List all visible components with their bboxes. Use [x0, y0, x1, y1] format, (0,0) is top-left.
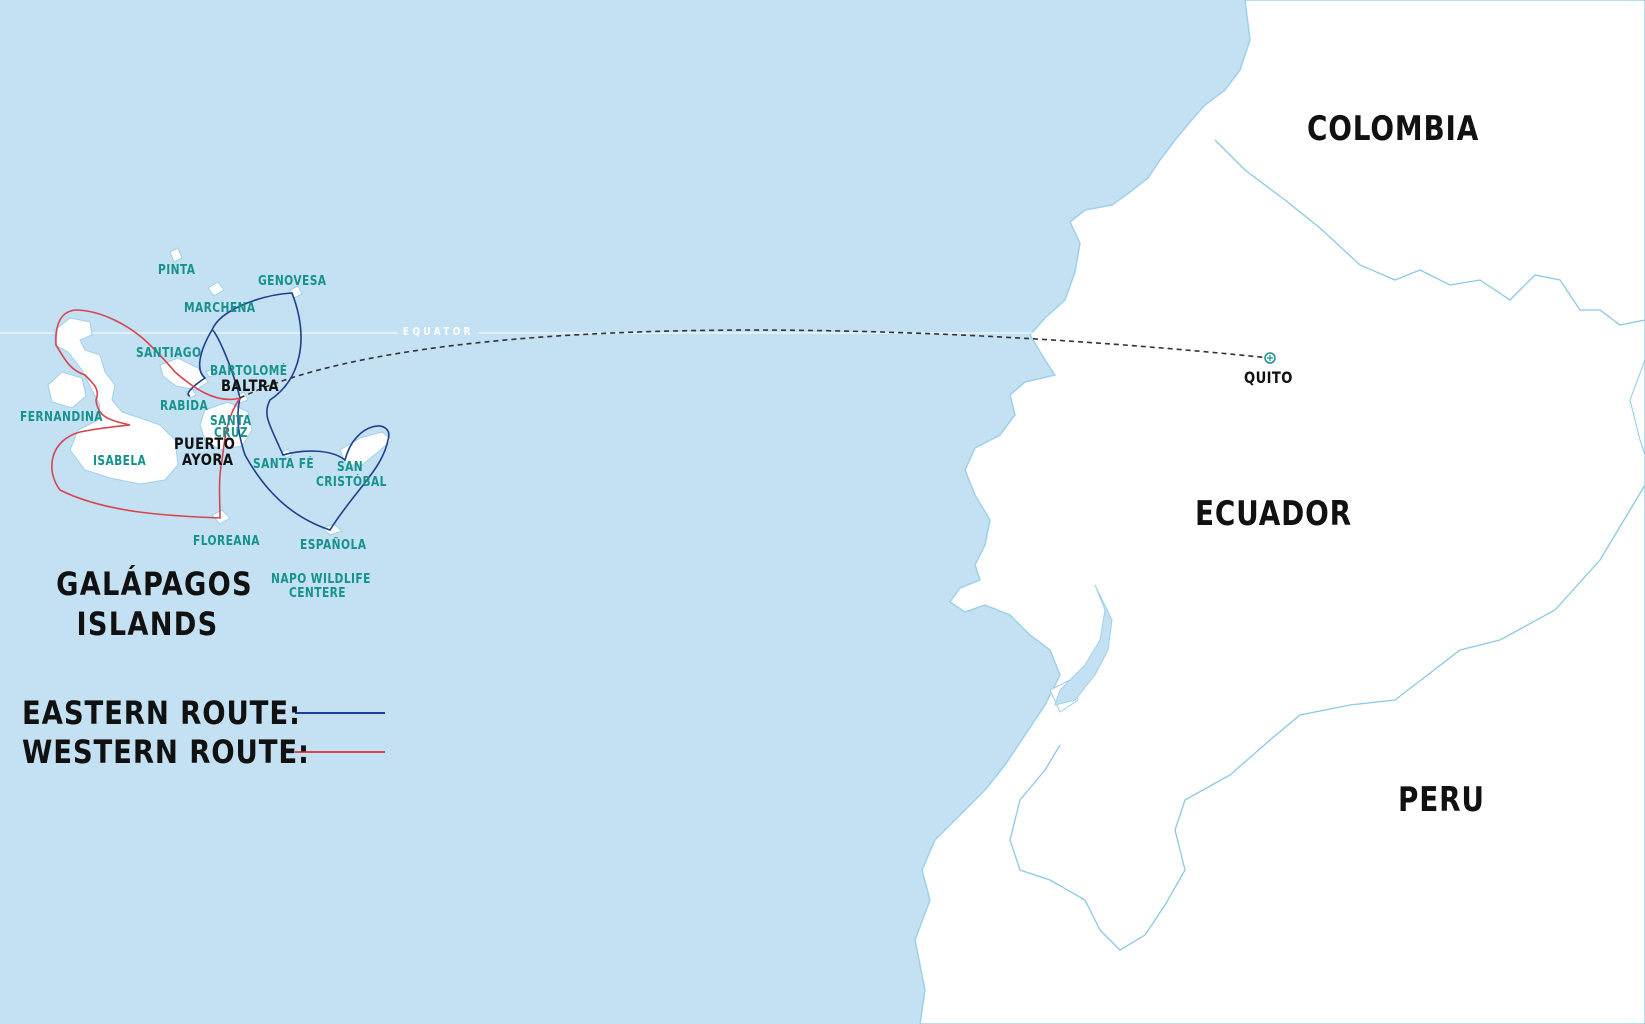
- pinta-island: [169, 247, 183, 263]
- port-label-puerto-ayora-line2: AYORA: [182, 450, 234, 469]
- legend-eastern-label: EASTERN ROUTE:: [22, 694, 301, 732]
- marchena-island: [207, 281, 225, 297]
- legend-western-route: WESTERN ROUTE:: [22, 733, 385, 771]
- island-label-espanola: ESPAÑOLA: [300, 538, 367, 553]
- river: [1629, 359, 1645, 456]
- island-label-pinta: PINTA: [158, 263, 196, 278]
- island-label-marchena: MARCHENA: [184, 301, 256, 316]
- fernandina-island: [47, 371, 87, 409]
- legend-eastern-swatch: [295, 712, 385, 714]
- island-label-genovesa: GENOVESA: [258, 274, 327, 289]
- port-label-puerto-ayora-line1: PUERTO: [174, 434, 236, 453]
- island-label-santa-cruz-line2: CRUZ: [214, 426, 249, 441]
- region-title-line1: GALÁPAGOS: [56, 565, 253, 603]
- quito-airport-icon: [1264, 352, 1276, 364]
- ecuador-peru-border: [1009, 484, 1645, 951]
- legend-western-label: WESTERN ROUTE:: [22, 733, 310, 771]
- island-label-bartolome: BARTOLOMÉ: [210, 364, 288, 379]
- floreana-island: [211, 509, 231, 525]
- island-label-isabela: ISABELA: [93, 454, 147, 469]
- eastern-route-line: [187, 292, 390, 531]
- island-label-floreana: FLOREANA: [193, 534, 260, 549]
- legend-western-swatch: [295, 751, 385, 753]
- island-label-san-cristobal-line2: CRISTÓBAL: [316, 475, 387, 490]
- island-label-san-cristobal-line1: SAN: [337, 460, 364, 475]
- island-label-rabida: RABIDA: [160, 399, 209, 414]
- gulf-inlet: [1054, 584, 1113, 706]
- country-label-peru: PERU: [1398, 780, 1485, 820]
- island-label-santa-cruz-line1: SANTA: [210, 414, 252, 429]
- capital-label-quito: QUITO: [1244, 368, 1293, 387]
- legend-eastern-route: EASTERN ROUTE:: [22, 694, 385, 732]
- island-label-fernandina: FERNANDINA: [20, 410, 103, 425]
- country-label-colombia: COLOMBIA: [1307, 109, 1480, 149]
- island-label-santa-fe: SANTA FÉ: [253, 457, 315, 472]
- mainland-landmass: [914, 0, 1645, 1024]
- region-title-line2: ISLANDS: [76, 605, 219, 643]
- napo-label-line2: CENTERE: [289, 586, 346, 601]
- country-label-ecuador: ECUADOR: [1195, 494, 1352, 534]
- espanola-island: [321, 523, 343, 536]
- bartolome-island: [205, 368, 216, 378]
- napo-label-line1: NAPO WILDLIFE: [271, 572, 371, 587]
- western-route-line: [51, 309, 241, 519]
- san-cristobal-island: [339, 431, 393, 466]
- island-label-santiago: SANTIAGO: [136, 346, 202, 361]
- colombia-ecuador-border: [1214, 139, 1645, 326]
- flight-path: [239, 329, 1271, 399]
- galapagos-islands: [47, 247, 393, 536]
- equator-label: EQUATOR: [398, 326, 479, 337]
- port-label-baltra: BALTRA: [221, 376, 280, 395]
- santiago-island: [159, 357, 209, 391]
